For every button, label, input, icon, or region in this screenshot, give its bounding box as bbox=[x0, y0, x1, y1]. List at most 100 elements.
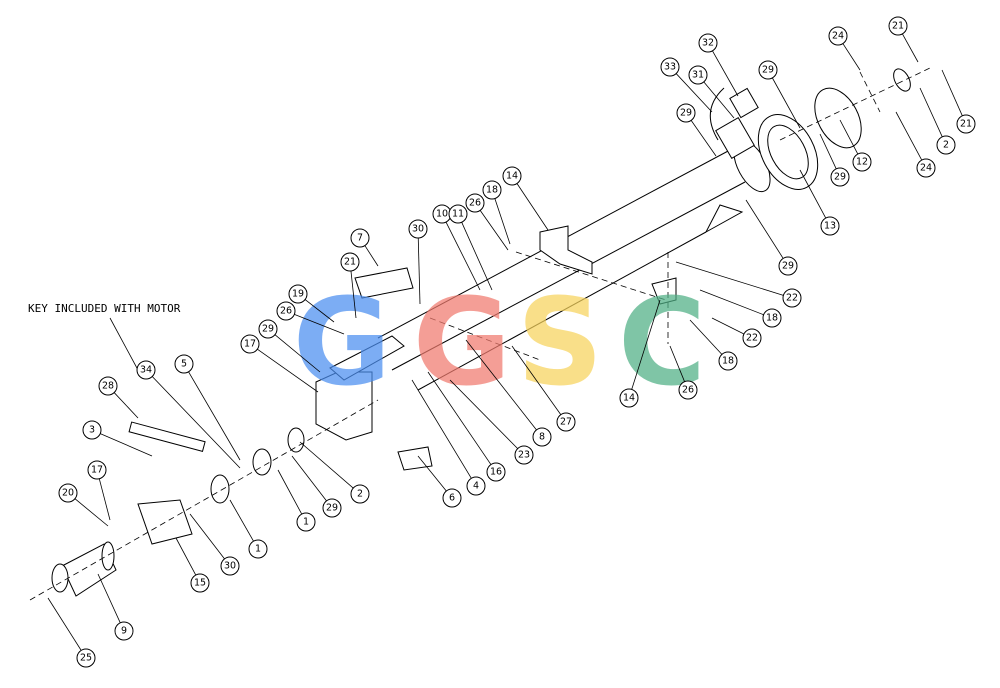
callout-leader bbox=[675, 73, 713, 113]
callout-balloon bbox=[258, 319, 278, 339]
callout-balloon bbox=[240, 334, 260, 354]
callout-balloon bbox=[742, 328, 762, 348]
callout-balloon bbox=[718, 351, 738, 371]
callout-leader bbox=[712, 50, 739, 97]
callout-12: 12 bbox=[839, 119, 872, 172]
callout-leader bbox=[689, 319, 723, 355]
callout-number: 29 bbox=[834, 172, 846, 183]
callout-number: 21 bbox=[892, 21, 904, 32]
callout-balloon bbox=[619, 388, 639, 408]
callout-balloon bbox=[350, 228, 370, 248]
callout-leader bbox=[417, 237, 421, 305]
callout-balloon bbox=[514, 445, 534, 465]
callout-leader bbox=[294, 313, 345, 335]
callout-4: 4 bbox=[411, 379, 486, 496]
callout-number: 18 bbox=[766, 313, 778, 324]
callout-20: 20 bbox=[58, 483, 109, 527]
callout-21: 21 bbox=[888, 16, 919, 63]
callout-number: 12 bbox=[856, 157, 868, 168]
callout-number: 16 bbox=[490, 467, 502, 478]
callout-2: 2 bbox=[299, 441, 370, 504]
callout-balloon bbox=[820, 216, 840, 236]
callout-leader bbox=[350, 270, 357, 319]
callout-leader bbox=[711, 317, 745, 335]
callout-leader bbox=[819, 133, 837, 170]
callout-leader bbox=[699, 289, 764, 316]
callout-balloon bbox=[76, 648, 96, 668]
callout-balloon bbox=[830, 167, 850, 187]
callout-balloon bbox=[136, 360, 156, 380]
callout-balloon bbox=[288, 284, 308, 304]
callout-leader bbox=[299, 441, 354, 489]
callout-balloon bbox=[532, 427, 552, 447]
callout-balloon bbox=[782, 288, 802, 308]
callout-number: 18 bbox=[722, 356, 734, 367]
callout-number: 23 bbox=[518, 450, 530, 461]
support-brackets bbox=[539, 225, 677, 305]
callout-28: 28 bbox=[98, 376, 139, 419]
callout-balloon bbox=[758, 60, 778, 80]
callout-30: 30 bbox=[189, 513, 240, 576]
callout-leader bbox=[445, 221, 481, 291]
callout-leader bbox=[839, 119, 859, 155]
callout-7: 7 bbox=[350, 228, 379, 267]
callout-27: 27 bbox=[511, 345, 576, 432]
callout-leader bbox=[229, 499, 254, 542]
watermark-letter: G bbox=[413, 274, 512, 413]
callout-balloon bbox=[852, 152, 872, 172]
callout-number: 22 bbox=[746, 333, 758, 344]
callout-number: 21 bbox=[344, 257, 356, 268]
callout-number: 29 bbox=[326, 503, 338, 514]
callout-6: 6 bbox=[417, 455, 462, 508]
callout-leader bbox=[690, 120, 717, 157]
callout-leader bbox=[427, 371, 492, 465]
callout-number: 1 bbox=[303, 517, 309, 528]
callout-29: 29 bbox=[745, 199, 798, 276]
callout-leader bbox=[151, 376, 241, 469]
head-flange bbox=[733, 68, 911, 193]
callout-balloon bbox=[916, 158, 936, 178]
callout-leader bbox=[631, 299, 661, 390]
callout-number: 17 bbox=[91, 465, 103, 476]
callout-balloon bbox=[442, 488, 462, 508]
callout-number: 14 bbox=[623, 393, 635, 404]
callout-number: 22 bbox=[786, 293, 798, 304]
callout-number: 8 bbox=[539, 432, 545, 443]
callout-balloon bbox=[114, 621, 134, 641]
callout-balloon bbox=[248, 539, 268, 559]
callout-leader bbox=[461, 222, 493, 291]
callout-leader bbox=[291, 455, 327, 502]
callout-18: 18 bbox=[689, 319, 738, 371]
callout-leader bbox=[47, 597, 82, 651]
callout-balloon bbox=[660, 57, 680, 77]
intake-boot bbox=[315, 267, 433, 471]
callout-number: 19 bbox=[292, 289, 304, 300]
callout-26: 26 bbox=[465, 193, 509, 251]
callout-number: 18 bbox=[486, 185, 498, 196]
callout-balloon bbox=[408, 219, 428, 239]
callout-24: 24 bbox=[895, 111, 936, 178]
callout-leader bbox=[274, 334, 321, 373]
outlet-spout bbox=[709, 87, 759, 160]
callout-number: 29 bbox=[680, 108, 692, 119]
callout-balloon bbox=[350, 484, 370, 504]
callout-29: 29 bbox=[258, 319, 321, 373]
callout-leader bbox=[417, 455, 447, 492]
callout-31: 31 bbox=[688, 65, 735, 119]
callout-number: 26 bbox=[280, 306, 292, 317]
callout-26: 26 bbox=[669, 345, 698, 400]
callout-14: 14 bbox=[502, 166, 549, 231]
callout-18: 18 bbox=[699, 289, 782, 328]
key-note-leader bbox=[109, 317, 139, 371]
callout-balloon bbox=[556, 412, 576, 432]
watermark-letter: S bbox=[517, 274, 603, 413]
callout-leader bbox=[175, 537, 197, 576]
callout-leader bbox=[902, 33, 919, 63]
callout-balloon bbox=[174, 354, 194, 374]
callout-5: 5 bbox=[174, 354, 241, 461]
callout-number: 34 bbox=[140, 365, 152, 376]
callout-balloon bbox=[888, 16, 908, 36]
callout-leader bbox=[364, 245, 379, 267]
callout-leader bbox=[799, 169, 827, 219]
